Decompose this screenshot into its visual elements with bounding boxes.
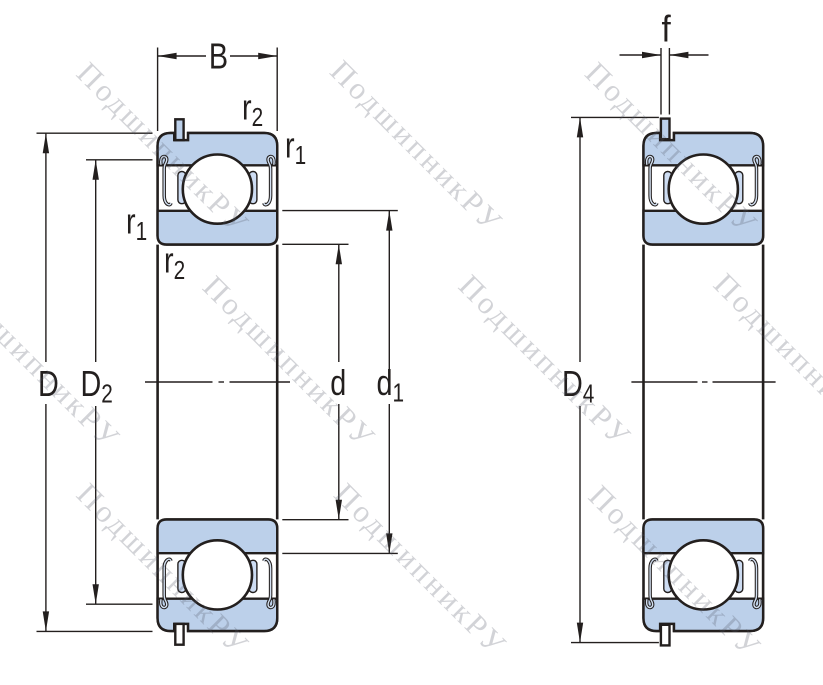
svg-text:B: B bbox=[209, 35, 228, 76]
svg-text:D: D bbox=[38, 363, 59, 404]
svg-text:f: f bbox=[662, 9, 671, 50]
svg-text:d: d bbox=[330, 362, 346, 403]
